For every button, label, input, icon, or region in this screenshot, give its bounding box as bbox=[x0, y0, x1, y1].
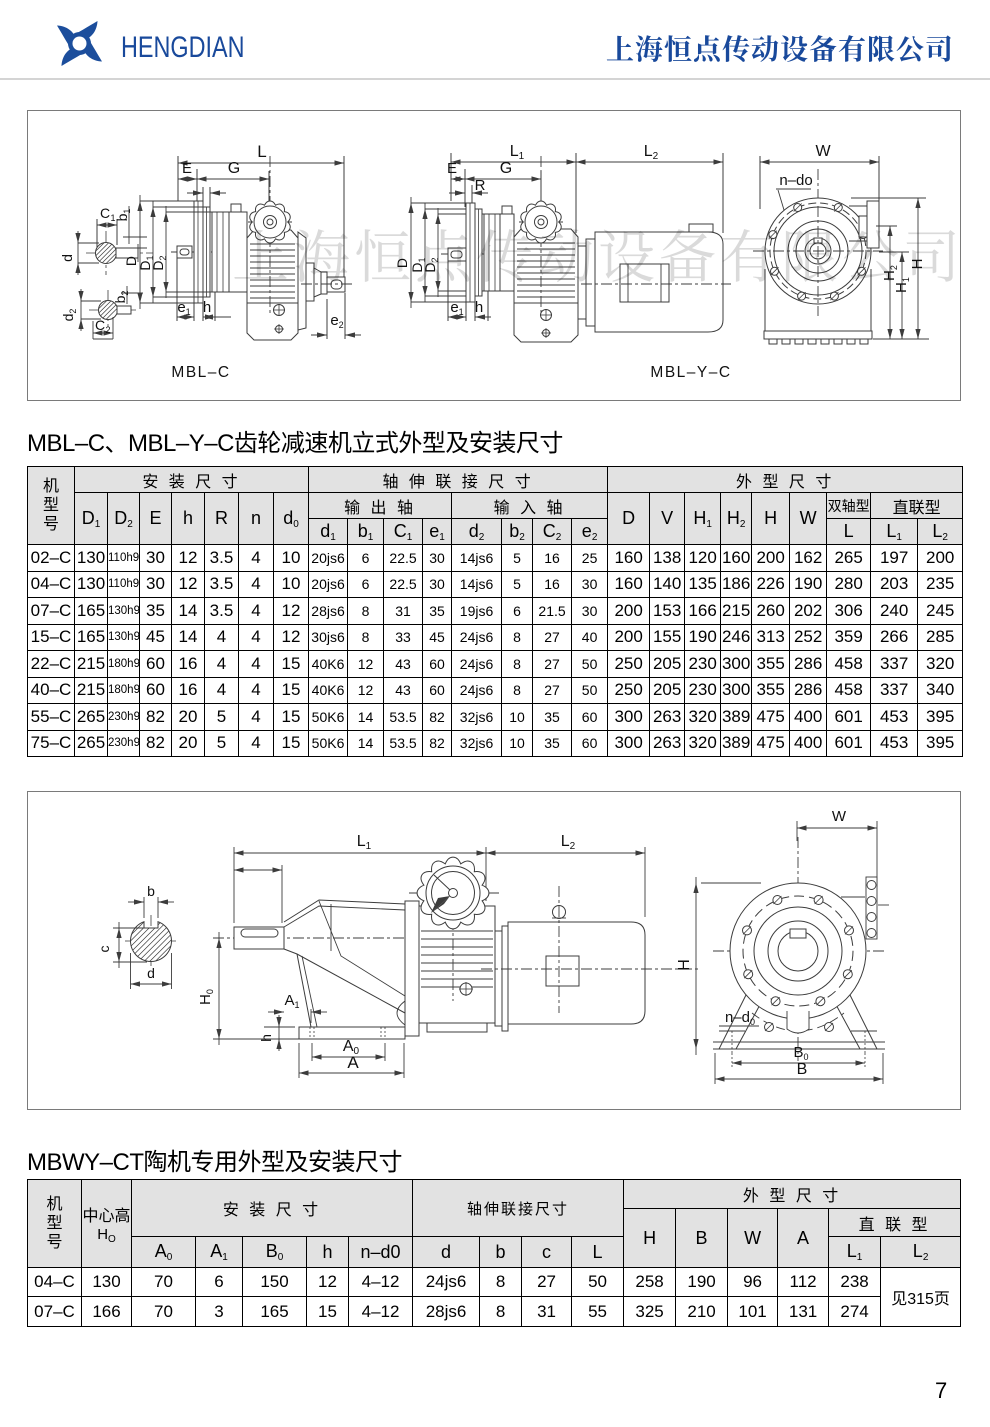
svg-text:G: G bbox=[228, 160, 240, 177]
svg-text:L1: L1 bbox=[357, 833, 372, 852]
svg-text:L2: L2 bbox=[561, 833, 576, 852]
svg-text:D: D bbox=[394, 258, 410, 268]
svg-text:h: h bbox=[203, 299, 211, 316]
svg-text:C: C bbox=[95, 317, 105, 333]
svg-text:e1: e1 bbox=[177, 299, 190, 317]
svg-text:1: 1 bbox=[110, 213, 115, 223]
svg-text:E: E bbox=[447, 160, 457, 177]
svg-text:d: d bbox=[147, 965, 155, 981]
svg-text:2: 2 bbox=[105, 325, 110, 335]
svg-text:d2: d2 bbox=[60, 309, 78, 322]
svg-text:n–d0: n–d0 bbox=[725, 1009, 755, 1027]
svg-text:H: H bbox=[909, 259, 926, 270]
svg-text:n–do: n–do bbox=[779, 172, 812, 189]
svg-text:e2: e2 bbox=[330, 312, 343, 330]
svg-text:L: L bbox=[257, 142, 266, 161]
svg-text:B: B bbox=[797, 1061, 808, 1078]
svg-text:L2: L2 bbox=[644, 143, 659, 162]
svg-text:C: C bbox=[100, 205, 110, 221]
svg-text:b: b bbox=[147, 883, 155, 899]
svg-text:A1: A1 bbox=[284, 992, 299, 1010]
svg-text:E: E bbox=[182, 160, 192, 177]
svg-text:W: W bbox=[815, 143, 831, 160]
svg-text:H: H bbox=[676, 959, 693, 971]
svg-text:A: A bbox=[347, 1053, 359, 1072]
svg-text:H0: H0 bbox=[197, 989, 215, 1005]
svg-text:B0: B0 bbox=[793, 1044, 808, 1062]
svg-text:MBL–Y–C: MBL–Y–C bbox=[650, 364, 731, 381]
svg-text:MBL–C: MBL–C bbox=[171, 364, 230, 381]
svg-text:上海恒点传动设备有限公司: 上海恒点传动设备有限公司 bbox=[232, 227, 962, 290]
svg-text:W: W bbox=[832, 808, 847, 825]
svg-text:b1: b1 bbox=[114, 209, 132, 222]
svg-text:c: c bbox=[96, 946, 112, 953]
svg-text:D: D bbox=[123, 256, 139, 266]
svg-text:G: G bbox=[500, 160, 512, 177]
svg-text:h: h bbox=[475, 299, 483, 316]
svg-text:d: d bbox=[59, 254, 75, 262]
svg-text:R: R bbox=[475, 177, 486, 194]
svg-text:b2: b2 bbox=[112, 291, 130, 304]
svg-text:h: h bbox=[258, 1034, 274, 1042]
